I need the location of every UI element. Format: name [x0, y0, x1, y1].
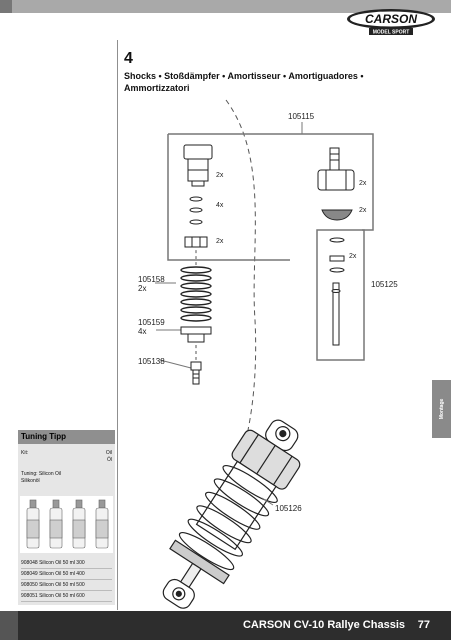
part-number-105159: 105159 — [138, 318, 165, 327]
oil-item-500: 908050 Silicon Oil 50 ml 500 — [21, 580, 112, 591]
footer-accent — [0, 611, 18, 640]
step-heading: Shocks • Stoßdämpfer • Amortisseur • Amo… — [124, 71, 364, 93]
tuning-label-1: Tuning: Silicon Oil — [21, 471, 62, 477]
part-qty-105159: 4x — [138, 327, 147, 336]
qty-body-cap: 2x — [359, 180, 367, 187]
column-divider — [117, 40, 118, 610]
oil-item-300: 908048 Silicon Oil 50 ml 300 — [21, 558, 112, 569]
part-number-105138: 105138 — [138, 357, 165, 366]
part-number-105125: 105125 — [371, 280, 398, 289]
section-tab: Montage — [432, 380, 451, 438]
oil-item-600: 908051 Silicon Oil 50 ml 600 — [21, 591, 112, 602]
assembled-shock — [162, 419, 301, 609]
carson-logo: CARSON MODEL SPORT — [347, 9, 435, 36]
kit-label: Kit: — [21, 450, 29, 456]
step-number: 4 — [124, 50, 133, 67]
tuning-label-2: Silikonöl — [21, 478, 40, 484]
oil-item-400: 908049 Silicon Oil 50 ml 400 — [21, 569, 112, 580]
tuning-tipp-title: Tuning Tipp — [18, 430, 115, 444]
part-number-105158: 105158 — [138, 275, 165, 284]
kit-value-line-2: Öl — [107, 457, 112, 463]
qty-shock-cap: 2x — [216, 172, 224, 179]
top-bar-accent — [0, 0, 12, 13]
section-tab-label: Montage — [438, 398, 445, 420]
kit-value-line-1: Oil — [105, 450, 112, 456]
oil-bottles-image — [20, 496, 113, 553]
shock-cap-part — [183, 144, 213, 187]
part-number-105115: 105115 — [288, 112, 315, 121]
qty-piston: 2x — [349, 253, 357, 260]
kit-value: Oil Öl — [106, 450, 112, 464]
part-qty-105158: 2x — [138, 284, 147, 293]
logo-text: CARSON — [365, 12, 417, 26]
page-footer: CARSON CV-10 Rallye Chassis 77 — [0, 611, 451, 640]
tuning-tipp-box: Tuning Tipp Kit: Oil Öl Tuning: Silicon … — [18, 430, 115, 605]
page-number: 77 — [417, 619, 430, 631]
qty-o-rings: 4x — [216, 202, 224, 209]
part-number-105126: 105126 — [275, 504, 302, 513]
top-bar — [0, 0, 451, 13]
qty-diaphragm: 2x — [359, 207, 367, 214]
qty-nut: 2x — [216, 238, 224, 245]
footer-title: CARSON CV-10 Rallye Chassis — [242, 619, 405, 631]
logo-subtext: MODEL SPORT — [373, 30, 410, 36]
